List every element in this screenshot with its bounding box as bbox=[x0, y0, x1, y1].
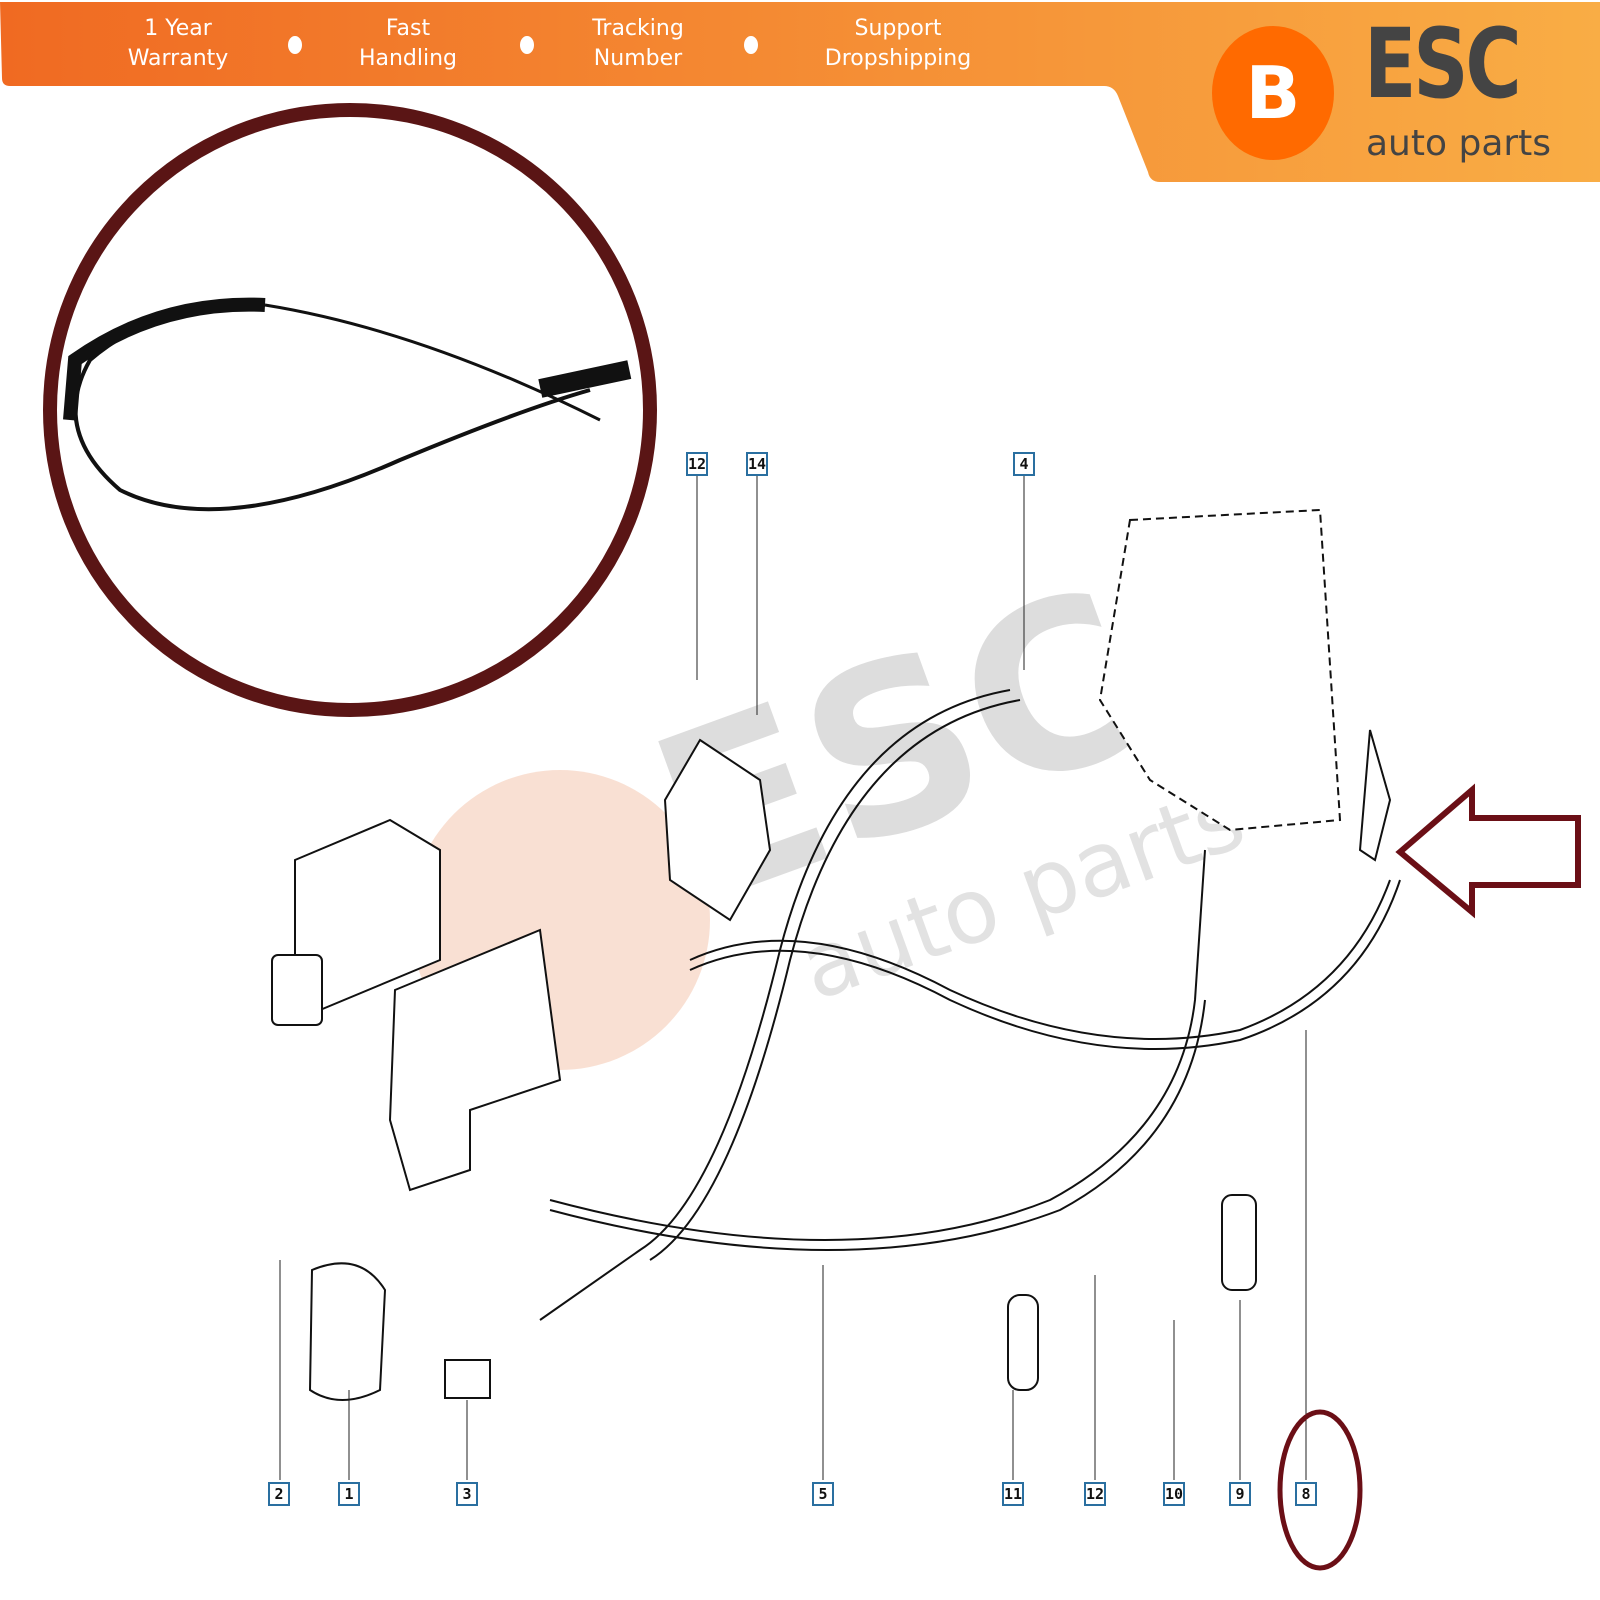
banner-shape bbox=[0, 2, 1600, 182]
callout-4: 4 bbox=[1013, 452, 1035, 476]
callout-3: 3 bbox=[456, 1482, 478, 1506]
callout-12-bottom: 12 bbox=[1084, 1482, 1106, 1506]
part-9 bbox=[1221, 1194, 1257, 1291]
arrow-indicator-icon bbox=[1395, 783, 1581, 919]
part-1-handle bbox=[308, 1262, 387, 1401]
feature-line: Support bbox=[854, 16, 942, 41]
part-14-bracket bbox=[663, 738, 772, 922]
part-lock-outline bbox=[1098, 508, 1342, 832]
separator-dot bbox=[520, 36, 534, 54]
callout-14: 14 bbox=[746, 452, 768, 476]
feature-line: Fast bbox=[385, 16, 431, 41]
part-8-end bbox=[1358, 729, 1392, 862]
leader-lines bbox=[279, 473, 1307, 1480]
feature-line: Dropshipping bbox=[824, 46, 972, 71]
inset-cable bbox=[63, 297, 632, 512]
callout-1: 1 bbox=[338, 1482, 360, 1506]
callout-12-top: 12 bbox=[686, 452, 708, 476]
cable-4 bbox=[539, 689, 1011, 1321]
cable-8 bbox=[689, 879, 1391, 1040]
part-connector bbox=[271, 954, 323, 1026]
callout-8: 8 bbox=[1295, 1482, 1317, 1506]
cable-5 bbox=[549, 849, 1206, 1241]
separator-dot bbox=[288, 36, 302, 54]
feature-line: 1 Year bbox=[144, 16, 212, 41]
highlight-ellipse bbox=[1277, 1409, 1363, 1571]
parts bbox=[271, 508, 1392, 1401]
cable-5-outer bbox=[549, 999, 1206, 1251]
separator-dot bbox=[744, 36, 758, 54]
feature-line: Handling bbox=[358, 46, 458, 71]
logo-subtitle: auto parts bbox=[1366, 123, 1552, 164]
part-lock-bracket bbox=[388, 928, 562, 1192]
callout-11: 11 bbox=[1002, 1482, 1024, 1506]
feature-line: Warranty bbox=[127, 46, 229, 71]
callout-5: 5 bbox=[812, 1482, 834, 1506]
part-3 bbox=[444, 1359, 491, 1399]
inset-ring bbox=[43, 103, 657, 717]
callout-9: 9 bbox=[1229, 1482, 1251, 1506]
part-11 bbox=[1007, 1294, 1039, 1391]
logo-name: ESC bbox=[1364, 8, 1522, 120]
logo-badge: B bbox=[1212, 26, 1334, 160]
feature-line: Number bbox=[593, 46, 683, 71]
callout-10: 10 bbox=[1163, 1482, 1185, 1506]
cable-8-outer bbox=[689, 879, 1401, 1050]
cable-4-outer bbox=[649, 699, 1021, 1261]
cables bbox=[539, 689, 1401, 1321]
callout-2: 2 bbox=[268, 1482, 290, 1506]
feature-line: Tracking bbox=[592, 16, 684, 41]
